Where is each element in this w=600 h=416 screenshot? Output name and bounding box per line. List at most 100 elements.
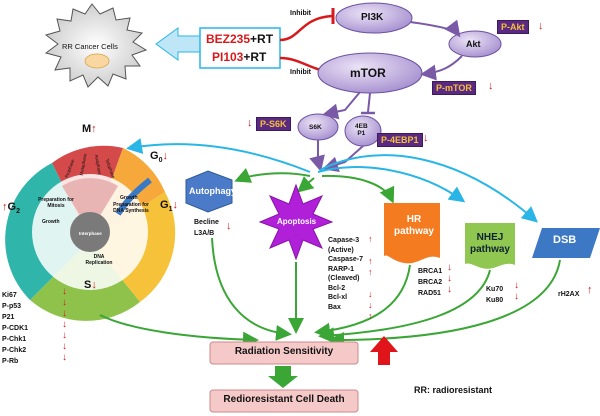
p-akt-box: P-Akt	[497, 20, 529, 34]
down-arrow-icon: ↓	[172, 199, 178, 211]
4ebp1-line2: P1	[357, 130, 366, 137]
phase-m-text: M	[82, 123, 92, 135]
nhej-markers: Ku70 Ku80	[486, 284, 503, 306]
marker-p-chk1: P-Chk1	[2, 336, 27, 343]
marker-p-rb: P-Rb	[2, 358, 19, 365]
marker-capase-3: Capase-3	[328, 237, 360, 244]
marker-rh2ax: rH2AX	[558, 291, 580, 298]
rr-cancer-cells-label: RR Cancer Cells	[62, 42, 118, 51]
marker-active: (Active)	[328, 246, 354, 254]
hr-pathway-label: HR pathway	[393, 214, 434, 237]
marker-rarp-1: RARP-1	[328, 265, 355, 273]
apoptosis-marker-arrows: ↑↑↑↓↓↑	[368, 234, 373, 321]
up-arrow-icon: ↑	[2, 201, 8, 213]
apoptosis-markers: Capase-3 (Active) Caspase-7 RARP-1 (Clea…	[328, 236, 363, 312]
marker-rad51: RAD51	[418, 290, 441, 297]
hr-markers: BRCA1 BRCA2 RAD51	[418, 266, 442, 299]
cell-death-box: Redioresistant Cell Death	[223, 394, 345, 405]
legend-rr: RR: radioresistant	[414, 385, 493, 395]
apoptosis-label: Apoptosis	[277, 217, 317, 226]
p-4ebp1-box: P-4EBP1	[377, 133, 423, 147]
marker-becline: Becline	[194, 219, 219, 226]
rt-label-2: +RT	[243, 50, 267, 64]
marker-ku70: Ku70	[486, 286, 504, 293]
phase-g1-sub: 1	[168, 206, 173, 214]
autophagy-label: Autophagy	[189, 186, 236, 196]
marker-ki67: Ki67	[2, 292, 17, 299]
phase-g0-label: G0↓	[150, 150, 168, 165]
marker-p-chk2: P-Chk2	[2, 347, 27, 354]
down-arrow-icon: ↓	[538, 20, 544, 32]
marker-p21: P21	[2, 314, 15, 321]
bez235-label: BEZ235	[206, 32, 251, 46]
up-arrow-icon: ↑	[587, 284, 593, 296]
marker-bcl-xl: Bcl-xl	[328, 294, 348, 301]
block-arrow-icon	[155, 27, 201, 61]
down-arrow-icon: ↓	[226, 220, 232, 232]
growth-right-label: Growth	[120, 195, 138, 201]
pi103-label: PI103	[212, 50, 244, 64]
treatment-line-1: BEZ235+RT	[206, 32, 273, 46]
up-arrow-icon: ↑	[91, 123, 97, 135]
phase-m-label: M↑	[82, 123, 97, 135]
dsb-label: DSB	[553, 234, 577, 246]
nhej-pathway-label: NHEJ pathway	[469, 232, 510, 255]
growth-left-label: Growth	[42, 219, 60, 225]
p-s6k-box: P-S6K	[256, 117, 291, 131]
phase-g0-sub: 0	[158, 157, 163, 165]
marker-p-p53: P-p53	[2, 303, 22, 310]
rt-label-1: +RT	[250, 32, 274, 46]
akt-node: Akt	[466, 39, 481, 49]
hr-pathway-shape	[384, 203, 440, 264]
apoptosis-star	[258, 183, 334, 261]
autophagy-markers: Becline L3A/B	[194, 217, 219, 239]
down-arrow-icon: ↓	[488, 80, 494, 92]
marker-brca1: BRCA1	[418, 268, 443, 275]
phase-s-text: S	[84, 279, 92, 291]
phase-g1-text: G	[160, 199, 169, 211]
down-arrow-icon: ↓	[91, 279, 97, 291]
cycle-marker-arrows: ↓↓↓↓↓↓↓	[62, 286, 67, 363]
phase-g1-label: G1↓	[160, 199, 178, 214]
down-arrow-icon: ↓	[423, 132, 429, 144]
treatment-line-2: PI103+RT	[212, 50, 266, 64]
pi3k-node: PI3K	[361, 12, 384, 23]
phase-s-label: S↓	[84, 279, 97, 291]
dna-replication-label: DNA Replication	[85, 254, 113, 266]
cycle-markers: Ki67 P-p53 P21 P-CDK1 P-Chk1 P-Chk2 P-Rb	[2, 290, 28, 367]
marker-p-cdk1: P-CDK1	[2, 325, 29, 332]
inhibit-label-top: Inhibit	[290, 10, 311, 17]
phase-g2-sub: 2	[16, 208, 20, 216]
4ebp1-line1: 4EB	[355, 123, 368, 130]
radiation-sensitivity-box: Radiation Sensitivity	[234, 346, 334, 357]
starburst-cell-icon	[44, 3, 148, 88]
s6k-node: S6K	[309, 124, 322, 131]
up-arrow-icon	[370, 336, 398, 365]
inhibit-label-bottom: Inhibit	[290, 69, 311, 76]
nhej-pathway-shape	[465, 223, 515, 269]
autophagy-hexagon	[185, 170, 233, 213]
cell-cycle-wheel	[5, 145, 176, 321]
phase-g0-text: G	[150, 150, 159, 162]
marker-cleaved: (Cleaved)	[328, 275, 360, 282]
p-mtor-box: P-mTOR	[432, 81, 476, 95]
prep-dna-label: Preparation for DNA Synthesis	[113, 202, 149, 214]
down-arrow-icon: ↓	[162, 150, 168, 162]
prep-mitosis-label: Preparation for Mitosis	[38, 197, 74, 209]
marker-ku80: Ku80	[486, 297, 504, 304]
phase-g2-label: ↑G2	[2, 201, 20, 216]
mtor-node: mTOR	[350, 66, 386, 80]
marker-bax: Bax	[328, 303, 341, 311]
down-arrow-icon: ↓	[247, 117, 253, 129]
marker-caspase-7: Caspase-7	[328, 256, 364, 263]
phase-g2-text: G	[7, 201, 17, 213]
interphase-label: Interphase	[79, 231, 102, 236]
marker-l3ab: L3A/B	[194, 230, 215, 237]
dsb-parallelogram	[532, 228, 600, 258]
marker-brca2: BRCA2	[418, 279, 443, 286]
nhej-marker-arrows: ↓↓	[514, 280, 519, 302]
marker-bcl-2: Bcl-2	[328, 284, 346, 292]
hr-marker-arrows: ↓↓↓	[447, 262, 452, 295]
